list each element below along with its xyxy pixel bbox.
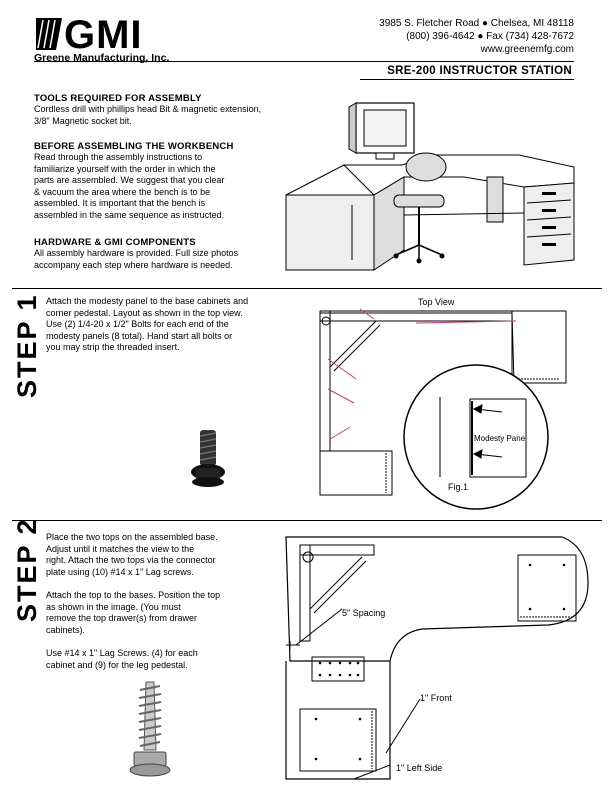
header-rule — [34, 61, 574, 62]
phone-line: (800) 396-4642 ● Fax (734) 428-7672 — [406, 31, 574, 42]
before-heading: BEFORE ASSEMBLING THE WORKBENCH — [34, 141, 234, 152]
top-view-title: Top View — [418, 297, 455, 307]
step2-rule — [12, 520, 602, 521]
step1-label: STEP 1 — [12, 293, 42, 398]
company-address: 3985 S. Fletcher Road ● Chelsea, MI 4811… — [314, 17, 574, 56]
tools-heading: TOOLS REQUIRED FOR ASSEMBLY — [34, 93, 202, 104]
spacing-label: 5" Spacing — [342, 608, 386, 618]
logo: GMI Greene Manufacturing, Inc. — [34, 14, 204, 64]
figure-label: Fig.1 — [448, 482, 469, 492]
top-assembly-diagram — [285, 536, 589, 780]
step1-text: Attach the modesty panel to the base cab… — [46, 296, 249, 353]
top-view-diagram — [319, 308, 567, 510]
step2-text: Place the two tops on the assembled base… — [46, 532, 221, 670]
bolt-image — [191, 430, 225, 487]
title-rule — [360, 79, 574, 80]
step2-label: STEP 2 — [12, 517, 42, 622]
workstation-illustration — [285, 102, 575, 271]
left-side-label: 1" Left Side — [396, 763, 443, 773]
hardware-text: All assembly hardware is provided. Full … — [34, 248, 239, 270]
step1-rule — [12, 288, 602, 289]
tools-text: Cordless drill with phillips head Bit & … — [34, 104, 262, 126]
address-line: 3985 S. Fletcher Road ● Chelsea, MI 4811… — [379, 18, 574, 29]
modesty-panel-label: Modesty Panel — [474, 434, 527, 443]
lag-screw-image — [129, 681, 171, 777]
logo-text: GMI — [64, 13, 143, 57]
document-title: SRE-200 INSTRUCTOR STATION — [387, 65, 572, 77]
hardware-heading: HARDWARE & GMI COMPONENTS — [34, 237, 196, 248]
before-text: Read through the assembly instructions t… — [34, 152, 225, 220]
logo-mark-icon — [36, 18, 62, 50]
front-label: 1" Front — [420, 693, 452, 703]
logo-subtitle: Greene Manufacturing, Inc. — [34, 52, 170, 64]
website-link[interactable]: www.greenemfg.com — [480, 44, 574, 55]
